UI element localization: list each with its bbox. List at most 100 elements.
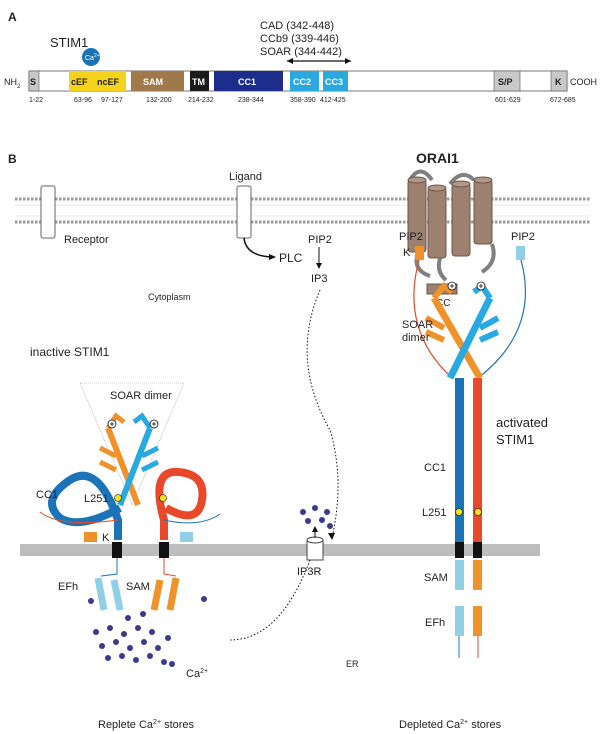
inactive-soar-dimer-label: SOAR dimer [110, 390, 172, 402]
c-terminus-label: COOH [570, 77, 597, 87]
panel-b-letter: B [8, 152, 17, 166]
activated-stim1-coils [455, 378, 482, 544]
er-label: ER [346, 659, 359, 669]
activated-l251-label: L251 [422, 507, 446, 519]
domain-position: 672-685 [550, 97, 576, 104]
calcium-release-path [229, 559, 311, 641]
domain-position: 601-629 [495, 97, 521, 104]
soar-range-label: SOAR (344-442) [260, 46, 342, 58]
domain-cef [69, 71, 95, 91]
cad-range-label: CAD (342-448) [260, 20, 334, 32]
domain-sp [493, 70, 521, 92]
inactive-luminal-domains [94, 558, 180, 611]
ligand-label: Ligand [229, 171, 262, 183]
domain-blocks [28, 70, 568, 92]
domain-k [550, 70, 568, 92]
tm-segment-active-2 [473, 542, 482, 558]
inactive-soar-dimer [98, 412, 160, 507]
domain-ncef [95, 71, 126, 91]
pip2-left-label: PIP2 [399, 231, 423, 243]
domain-s [28, 70, 40, 92]
domain-label: CC1 [238, 77, 256, 87]
domain-sam [131, 71, 184, 91]
inactive-l251-label: L251 [84, 493, 108, 505]
soar-dimer-outline [79, 382, 185, 506]
domain-tm [190, 71, 209, 91]
pip2-label: PIP2 [308, 234, 332, 246]
calcium-badge-label: Ca2+ [85, 53, 100, 62]
ligand-receptor [236, 185, 252, 239]
inactive-sam-label: SAM [126, 581, 150, 593]
domain-position: 358-390 [290, 97, 316, 104]
domain-label: ncEF [97, 77, 120, 87]
ip3-diffusion-arrowhead [328, 533, 335, 540]
activated-soar-dimer [413, 259, 527, 380]
domain-label: S [30, 77, 36, 87]
domain-position: 1-22 [29, 97, 43, 104]
ip3-label: IP3 [311, 273, 328, 285]
receptor [40, 185, 56, 239]
domain-label: SAM [143, 77, 163, 87]
activated-efh-label: EFh [425, 617, 445, 629]
domain-cc2 [290, 71, 319, 91]
activated-sam-label: SAM [424, 572, 448, 584]
domain-cc1 [214, 71, 283, 91]
plc-label: PLC [279, 251, 303, 265]
domain-position: 238-344 [238, 97, 264, 104]
tm-segment-active-1 [455, 542, 464, 558]
plc-arrowhead [269, 254, 276, 260]
domain-position: 214-232 [188, 97, 214, 104]
domain-label: CC3 [325, 77, 343, 87]
activated-dimer-label: dimer [402, 332, 430, 344]
domain-position: 97-127 [101, 97, 123, 104]
polybasic-k-domain-right [516, 246, 525, 260]
calcium-label: Ca2+ [186, 668, 208, 680]
pip2-arrowhead [316, 263, 322, 269]
ip3r-label: IP3R [297, 566, 322, 578]
activated-stim1-label: STIM1 [496, 432, 534, 447]
ip3-receptor [306, 526, 324, 561]
activated-soar-label: SOAR [402, 319, 433, 331]
er-calcium-ions [88, 596, 207, 667]
pip2-right-label: PIP2 [511, 231, 535, 243]
tm-segment-inactive-2 [159, 542, 169, 558]
ccb9-range-label: CCb9 (339-446) [260, 33, 339, 45]
receptor-label: Receptor [64, 234, 109, 246]
activated-label: activated [496, 415, 548, 430]
n-terminus-label: NH2 [4, 77, 21, 90]
inactive-efh-label: EFh [58, 581, 78, 593]
depleted-stores-caption: Depleted Ca2+ stores [399, 719, 502, 731]
ip3-diffusion-path [306, 289, 339, 539]
domain-positions: 1-22 63-96 97-127 132-200 214-232 238-34… [29, 97, 576, 104]
domain-label: S/P [498, 77, 513, 87]
domain-label: CC2 [293, 77, 311, 87]
domain-label: TM [192, 77, 205, 87]
domain-position: 132-200 [146, 97, 172, 104]
plc-arrow [243, 237, 273, 258]
domain-position: 412-425 [320, 97, 346, 104]
inactive-stim1-label: inactive STIM1 [30, 345, 110, 359]
stim1-title: STIM1 [50, 35, 88, 50]
domain-position: 63-96 [74, 97, 92, 104]
replete-stores-caption: Replete Ca2+ stores [98, 719, 195, 731]
released-calcium-ions [300, 505, 333, 529]
er-membrane [20, 544, 540, 556]
k-left-label: K [403, 247, 411, 259]
inactive-k-label: K [102, 532, 110, 544]
activated-cc1-label: CC1 [424, 462, 446, 474]
inactive-stim1-coils [39, 467, 221, 542]
orai-cc-label: CC [436, 298, 450, 309]
tm-segment-inactive-1 [112, 542, 122, 558]
orai1-title: ORAI1 [416, 150, 459, 166]
activated-luminal-domains [455, 560, 482, 658]
domain-label: cEF [71, 77, 88, 87]
domain-label: K [555, 77, 562, 87]
calcium-badge [82, 48, 100, 66]
domain-cc3 [323, 71, 348, 91]
inactive-cc1-label: CC1 [36, 489, 58, 501]
polybasic-k-domain-left [415, 246, 424, 260]
panel-a-letter: A [8, 10, 17, 24]
plasma-membrane [15, 197, 590, 224]
domain-labels: S cEF ncEF SAM TM CC1 CC2 CC3 S/P K [30, 77, 562, 87]
